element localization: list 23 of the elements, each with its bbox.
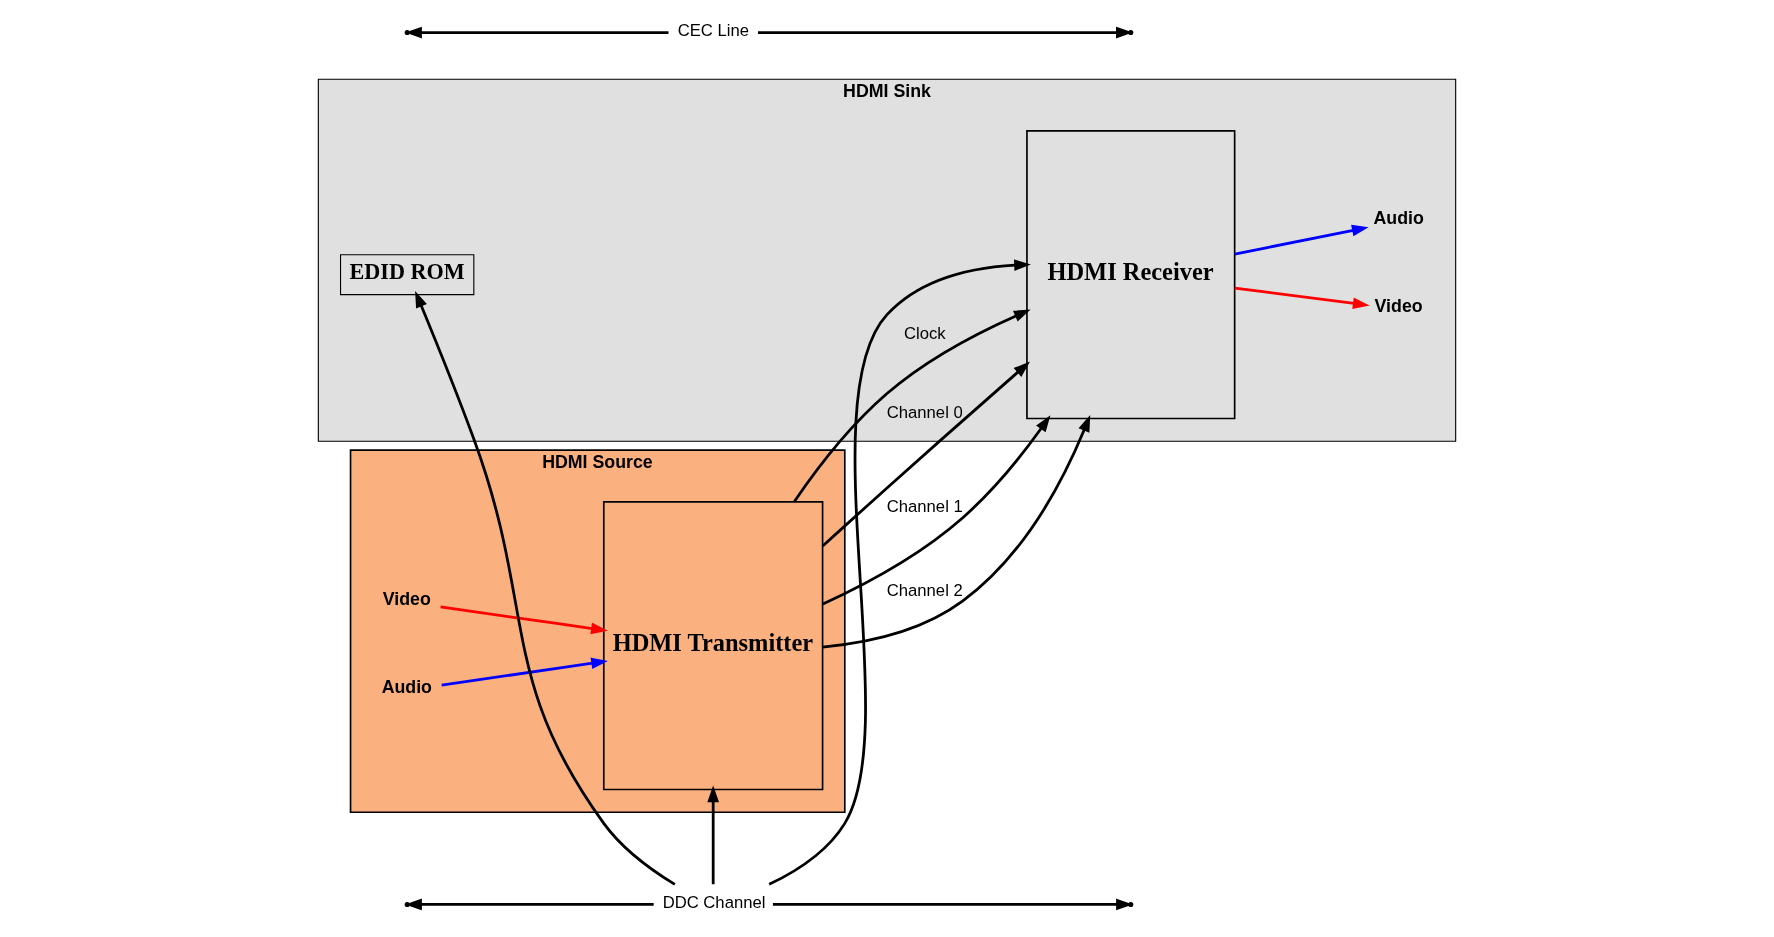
node-box: HDMI Receiver: [1026, 130, 1236, 420]
node-text: DDC Channel: [662, 893, 766, 913]
node-text: Video: [382, 589, 431, 610]
arrow: [822, 415, 1051, 606]
edge-label: Channel 1: [886, 497, 963, 517]
arrow: [440, 605, 608, 635]
arrow: [441, 657, 608, 687]
node-text: Audio: [1373, 208, 1424, 229]
node-box: HDMI Transmitter: [602, 501, 824, 791]
node-text: CEC Line: [677, 21, 749, 41]
node-box: EDID ROM: [340, 254, 475, 296]
arrow: [415, 290, 676, 886]
edge-label: Channel 2: [886, 580, 963, 600]
arrow: [1234, 286, 1370, 310]
arrow: [1234, 224, 1369, 256]
arrow: [821, 361, 1031, 548]
node-text: Audio: [381, 677, 432, 698]
edge-label: Channel 0: [886, 402, 963, 422]
arrow: [768, 259, 1031, 886]
edge-label: Clock: [903, 324, 946, 344]
node-text: Video: [1374, 296, 1423, 317]
arrow: [707, 785, 719, 885]
arrow: [793, 309, 1031, 503]
